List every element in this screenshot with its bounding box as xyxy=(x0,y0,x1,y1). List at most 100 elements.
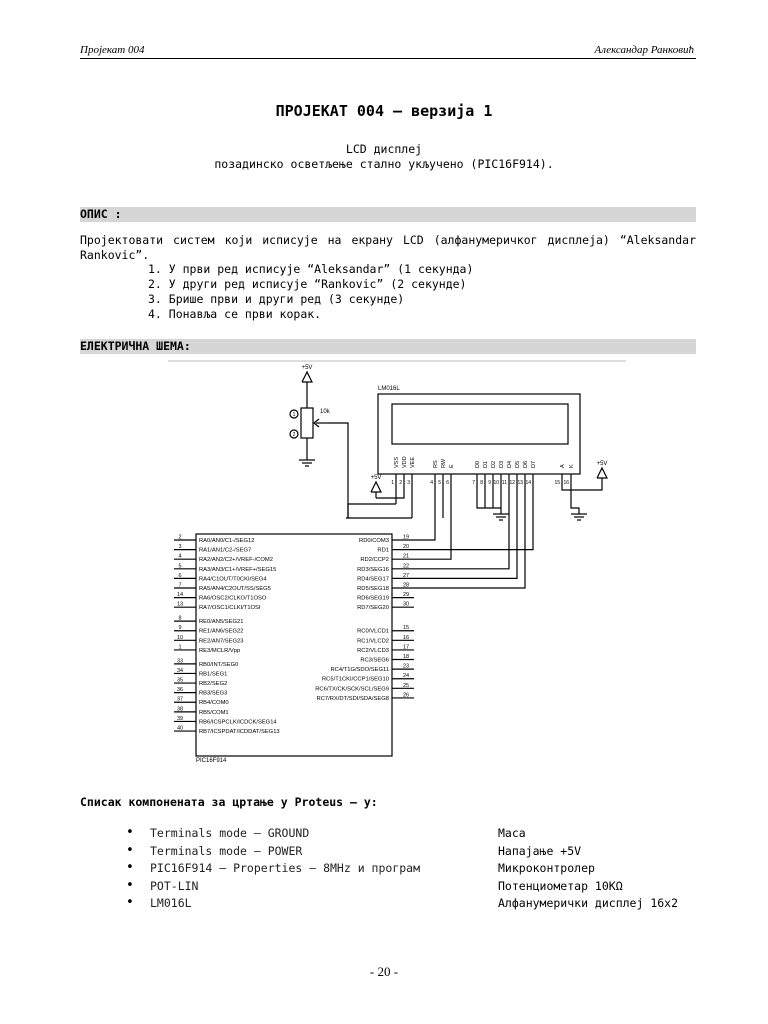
lcd-pin-number: 11 xyxy=(502,480,507,486)
wire xyxy=(347,503,396,518)
bullet-icon: • xyxy=(126,825,134,840)
lcd-pin-number: 14 xyxy=(525,480,531,486)
lcd-pin-label: A xyxy=(560,464,566,468)
component-description: Микроконтролер xyxy=(498,861,595,875)
pin-marker-1 xyxy=(289,409,299,419)
wire xyxy=(414,486,534,551)
component-name: Terminals mode – GROUND xyxy=(150,826,310,840)
lcd-pin-label: D5 xyxy=(515,461,521,468)
mcu-pin-number: 17 xyxy=(403,644,409,650)
power-label: +5V xyxy=(597,461,608,467)
bullet-icon: • xyxy=(126,842,134,858)
mcu-pin-label: RC7/RX/DT/SDI/SDA/SEG8 xyxy=(317,696,389,702)
component-name: LM016L xyxy=(150,896,192,910)
pot-pin-1: 1 xyxy=(293,412,296,418)
mcu-pin-number: 40 xyxy=(177,726,183,732)
mcu-pin-number: 35 xyxy=(177,678,183,684)
mcu-pin-label: RA6/OSC2/CLKO/T1OSO xyxy=(199,596,267,602)
mcu-body xyxy=(195,533,393,757)
mcu-pin-label: RC1/VLCD2 xyxy=(357,638,389,644)
mcu-pin-label: RA0/AN0/C1-/SEG12 xyxy=(199,538,254,544)
lcd-pin-label: D2 xyxy=(491,461,497,468)
lcd-frame xyxy=(377,393,581,475)
mcu-pin-label: RA5/AN4/C2OUT/SS/SEG5 xyxy=(199,586,271,592)
mcu-pin-number: 38 xyxy=(177,706,183,712)
mcu-pin-number: 37 xyxy=(177,697,183,703)
bullet-icon: • xyxy=(126,877,134,893)
lcd-pin-number: 2 xyxy=(399,480,402,486)
mcu-pin-label: RB5/COM1 xyxy=(199,710,229,716)
component-description: Потенциометар 10KΩ xyxy=(498,878,623,893)
mcu-pin-label: RC2/VLCD3 xyxy=(357,648,389,654)
lcd-pin-number: 8 xyxy=(480,480,483,486)
wire xyxy=(561,484,603,491)
component-description: Алфанумерички дисплеј 16x2 xyxy=(498,896,679,910)
mcu-pin-number: 2 xyxy=(178,535,181,541)
mcu-pin-label: RC6/TX/CK/SCK/SCL/SEG9 xyxy=(315,686,389,692)
mcu-pin-number: 25 xyxy=(403,683,409,689)
mcu-pin-label: RD7/SEG20 xyxy=(357,605,389,611)
mcu-pin-number: 16 xyxy=(403,635,409,641)
lcd-pin-label: VDD xyxy=(402,456,408,468)
mcu-pin-number: 4 xyxy=(178,554,181,560)
mcu-pin-number: 26 xyxy=(403,692,409,698)
lcd-pin-label: RW xyxy=(441,458,447,468)
lcd-pin-number: 13 xyxy=(517,480,523,486)
lcd-pin-label: D3 xyxy=(499,461,505,468)
lcd-pin-label: VSS xyxy=(394,457,400,468)
power-label: +5V xyxy=(302,365,313,371)
mcu-pin-number: 6 xyxy=(178,573,181,579)
components-heading: Списак компонената за цртање у Proteus –… xyxy=(80,795,378,809)
mcu-pin-label: RE0/AN5/SEG21 xyxy=(199,619,243,625)
lcd-pin-label: K xyxy=(569,464,575,468)
mcu-pin-number: 5 xyxy=(178,563,181,569)
mcu-pin-number: 7 xyxy=(178,583,181,589)
header-left: Пројекат 004 xyxy=(80,44,145,56)
subtitle-line-1: LCD дисплеј xyxy=(345,142,423,156)
step-item: 1. У први ред исписује “Aleksandar” (1 с… xyxy=(148,262,474,276)
mcu-pin-number: 21 xyxy=(403,554,409,560)
component-name: POT-LIN xyxy=(150,878,199,893)
wire xyxy=(570,486,580,514)
mcu-pin-label: RA4/C1OUT/T0CKI/SEG4 xyxy=(199,576,267,582)
wire xyxy=(328,422,349,519)
potentiometer-body xyxy=(300,407,314,439)
mcu-pin-label: RB0/INT/SEG0 xyxy=(199,662,238,668)
lcd-pin-number: 6 xyxy=(446,480,449,486)
header-right: Александар Ранковић xyxy=(594,44,694,56)
mcu-pin-number: 15 xyxy=(403,625,409,631)
power-terminal-icon xyxy=(301,370,313,383)
lcd-pin-label: D7 xyxy=(531,461,537,468)
component-name: Terminals mode – POWER xyxy=(150,843,303,858)
section-heading-shema: ЕЛЕКТРИЧНА ШЕМА: xyxy=(80,339,696,354)
mcu-pin-number: 22 xyxy=(403,563,409,569)
lcd-pin-label: D6 xyxy=(523,461,529,468)
steps-list: 1. У први ред исписује “Aleksandar” (1 с… xyxy=(148,262,473,322)
mcu-pin-label: RB4/COM0 xyxy=(199,700,229,706)
schematic-diagram: +5V10k12LM016LVSS1VDD2VEE3RS4RW5E6D07D18… xyxy=(168,360,626,764)
potentiometer-value: 10k xyxy=(320,409,331,415)
component-row: • LM016L Алфанумерички дисплеј 16x2 xyxy=(126,895,706,914)
wire xyxy=(414,486,510,570)
mcu-pin-label: RE2/AN7/SEG23 xyxy=(199,638,243,644)
mcu-pin-label: RA3/AN3/C1+/VREF+/SEG15 xyxy=(199,567,276,573)
page-title: ПРОЈЕКАТ 004 – верзија 1 xyxy=(275,102,493,120)
lcd-pin-number: 15 xyxy=(554,480,560,486)
component-row: • Terminals mode – GROUND Маса xyxy=(126,825,706,844)
mcu-pin-number: 28 xyxy=(403,583,409,589)
lcd-pin-label: E xyxy=(449,464,455,468)
lcd-pin-label: D1 xyxy=(483,461,489,468)
mcu-pin-number: 19 xyxy=(403,535,409,541)
wire xyxy=(476,486,501,509)
bullet-icon: • xyxy=(126,860,134,875)
component-name: PIC16F914 – Properties – 8MHz и програм xyxy=(150,861,421,875)
power-terminal-icon xyxy=(370,480,382,493)
mcu-pin-number: 30 xyxy=(403,602,409,608)
pot-pin-2: 2 xyxy=(293,432,296,438)
mcu-pin-label: RC0/VLCD1 xyxy=(357,629,389,635)
mcu-pin-number: 29 xyxy=(403,592,409,598)
mcu-pin-label: RB1/SEG1 xyxy=(199,671,227,677)
lcd-pin-label: RS xyxy=(433,460,439,468)
mcu-pin-number: 20 xyxy=(403,544,409,550)
lcd-pin-label: D0 xyxy=(475,461,481,468)
